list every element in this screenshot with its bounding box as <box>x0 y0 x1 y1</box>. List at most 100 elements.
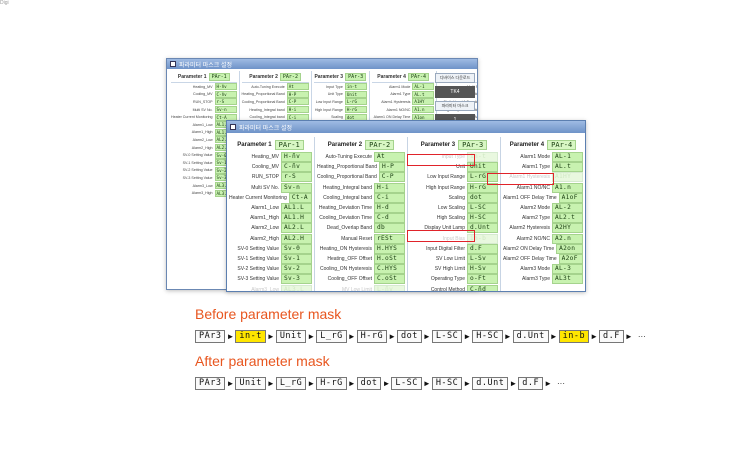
front-window-titlebar[interactable]: 파라미터 마스크 설정 <box>227 121 585 133</box>
parameter-label: Alarm2 ON Delay Time <box>503 245 555 252</box>
parameter-code: AL1.L <box>281 203 312 214</box>
side-button[interactable]: 디바이스 다운로드 <box>435 73 475 83</box>
parameter-code: d.F <box>467 243 498 254</box>
before-parameter: PAr3 <box>195 329 226 343</box>
back-parameter-label: Cooling_Proportional Band <box>241 99 285 104</box>
app-icon <box>170 61 176 67</box>
before-arrow: ► <box>226 331 235 341</box>
back-parameter-label: SV-1 Setting Value <box>182 160 213 165</box>
back-window-titlebar[interactable]: 파라미터 마스크 설정 <box>167 59 477 69</box>
side-button[interactable]: TK4 <box>435 86 475 98</box>
parameter-code: H.oSt <box>374 253 405 264</box>
side-button[interactable]: 파라미터 마스크 <box>435 101 475 111</box>
after-parameter: H-SC <box>431 376 463 390</box>
parameter-code: L-rG <box>467 172 498 183</box>
parameter-code: AL-1 <box>552 152 583 163</box>
after-caption: After parameter mask <box>195 353 330 369</box>
back-parameter-row[interactable]: Multi SV No.Sv-n <box>171 106 237 114</box>
parameter-code: H-i <box>374 182 405 193</box>
parameter-row[interactable]: Multi SV No.Sv-n <box>229 182 312 193</box>
parameter-code: AL2.t <box>552 213 583 224</box>
before-caption: Before parameter mask <box>195 306 342 322</box>
back-parameter-label: SV-2 Setting Value <box>182 168 213 173</box>
back-column-code: PAr-2 <box>279 72 301 81</box>
back-parameter-code: Sv-n <box>214 106 237 114</box>
after-parameter: H-rG <box>316 376 347 390</box>
before-arrow: ► <box>422 331 431 341</box>
parameter-label: SV-3 Setting Value <box>237 276 279 283</box>
